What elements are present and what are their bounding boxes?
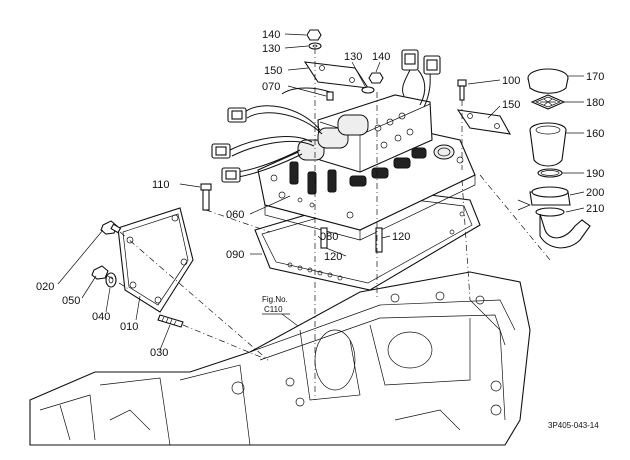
callout-140: 140 — [262, 29, 280, 41]
callout-labels: 140 130 150 070 130 140 100 150 170 180 … — [36, 29, 604, 430]
drawing-code: 3P405-043-14 — [548, 421, 599, 430]
callout-100: 100 — [502, 75, 520, 87]
callout-140: 140 — [372, 51, 390, 63]
callout-150: 150 — [502, 99, 520, 111]
stay-left — [303, 61, 370, 89]
callout-150: 150 — [264, 65, 282, 77]
assembly-lines — [107, 48, 551, 400]
callout-010: 010 — [120, 321, 138, 333]
transmission-housing — [29, 271, 531, 446]
callout-040: 040 — [92, 311, 110, 323]
hardware-left — [91, 220, 383, 328]
front-cover — [117, 207, 194, 313]
callout-070: 070 — [262, 81, 280, 93]
callout-110: 110 — [152, 179, 170, 191]
callout-030: 030 — [150, 347, 168, 359]
stay-right — [456, 109, 512, 135]
callout-120: 120 — [324, 251, 342, 263]
figure-reference-number: C110 — [264, 305, 283, 314]
callout-120: 120 — [392, 231, 410, 243]
callout-080: 080 — [320, 231, 338, 243]
callout-210: 210 — [586, 203, 604, 215]
callout-090: 090 — [226, 249, 244, 261]
callout-060: 060 — [226, 209, 244, 221]
callout-170: 170 — [586, 71, 604, 83]
callout-050: 050 — [62, 295, 80, 307]
filter-assembly — [517, 68, 591, 249]
solenoid-valve-block — [211, 49, 441, 195]
callout-190: 190 — [586, 168, 604, 180]
callout-160: 160 — [586, 128, 604, 140]
callout-200: 200 — [586, 187, 604, 199]
callout-130: 130 — [344, 51, 362, 63]
leader-lines — [57, 33, 585, 351]
callout-130: 130 — [262, 43, 280, 55]
figure-reference-label: Fig.No. — [262, 295, 288, 304]
callout-020: 020 — [36, 281, 54, 293]
hardware-top — [200, 29, 467, 211]
callout-180: 180 — [586, 97, 604, 109]
